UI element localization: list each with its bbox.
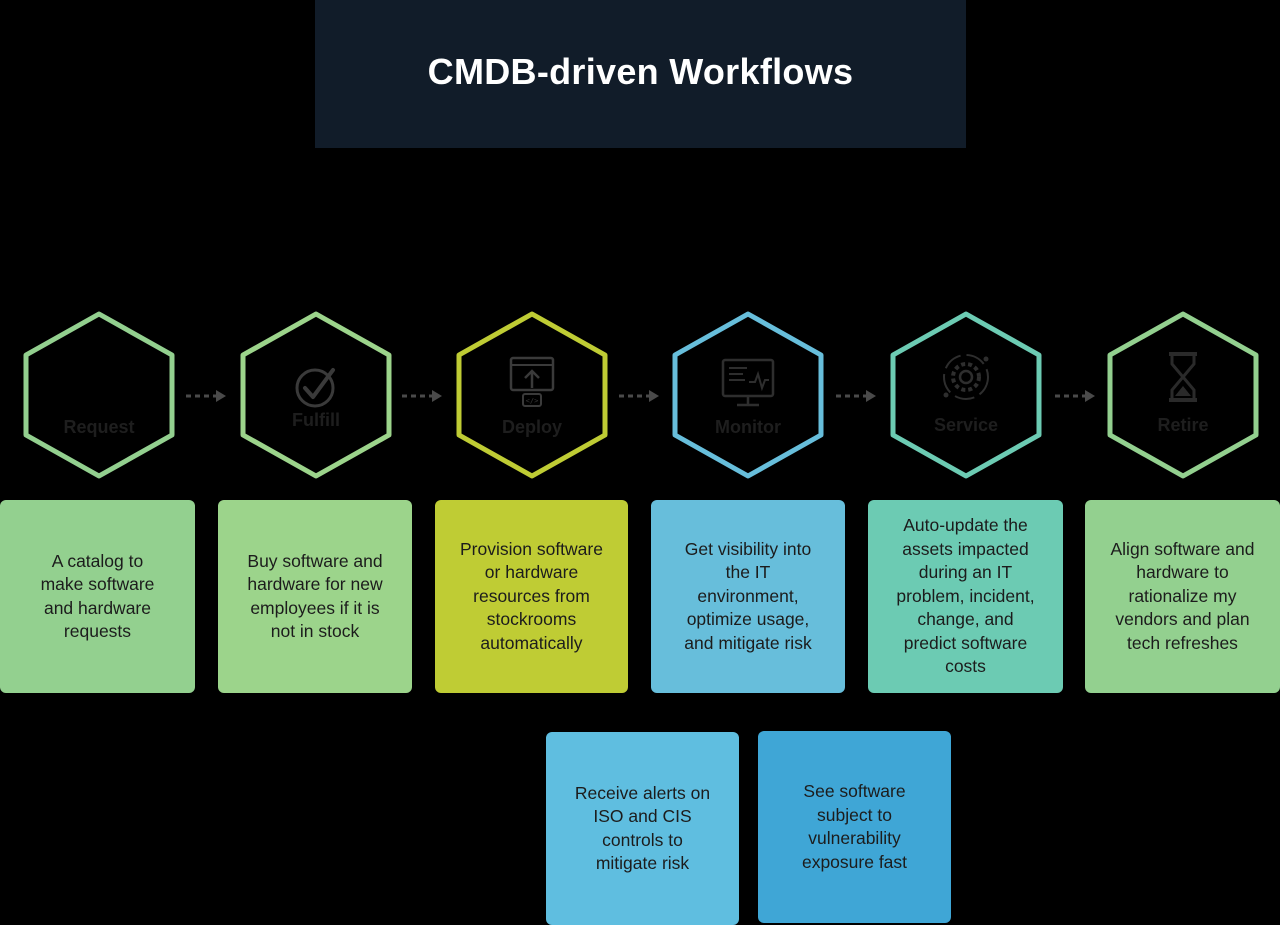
- card-deploy: Provision software or hardware resources…: [435, 500, 628, 693]
- checkmark-circle-icon: [295, 368, 335, 408]
- gear-icon: [943, 354, 989, 400]
- card-text: A catalog to make software and hardware …: [40, 550, 155, 642]
- page-title: CMDB-driven Workflows: [427, 51, 854, 92]
- hexagon-frame: [23, 311, 175, 479]
- card-vulnerability: See software subject to vulnerability ex…: [758, 731, 951, 923]
- stage-deploy: </> Deploy: [455, 310, 609, 480]
- card-text: Align software and hardware to rationali…: [1110, 538, 1255, 653]
- stage-monitor: Monitor: [671, 310, 825, 480]
- card-text: Buy software and hardware for new employ…: [247, 550, 383, 642]
- stage-label-request: Request: [63, 417, 135, 437]
- stage-label-service: Service: [933, 415, 999, 435]
- svg-text:</>: </>: [526, 397, 539, 405]
- card-fulfill: Buy software and hardware for new employ…: [218, 500, 412, 693]
- stage-label-monitor: Monitor: [715, 417, 781, 437]
- hourglass-icon: [1169, 352, 1197, 402]
- arrow-connector: [186, 390, 226, 402]
- stage-label-deploy: Deploy: [501, 417, 562, 437]
- arrow-connector: [619, 390, 659, 402]
- stage-label-fulfill: Fulfill: [292, 410, 340, 430]
- card-monitor: Get visibility into the IT environment, …: [651, 500, 845, 693]
- stage-service: Service: [889, 310, 1043, 480]
- card-service: Auto-update the assets impacted during a…: [868, 500, 1063, 693]
- stage-label-retire: Retire: [1157, 415, 1209, 435]
- card-alerts: Receive alerts on ISO and CIS controls t…: [546, 732, 739, 925]
- hexagon-frame: [890, 311, 1042, 479]
- monitor-icon: [721, 358, 775, 407]
- title-banner: CMDB-driven Workflows: [315, 0, 966, 148]
- stage-request: Request: [22, 310, 176, 480]
- card-request: A catalog to make software and hardware …: [0, 500, 195, 693]
- arrow-connector: [1055, 390, 1095, 402]
- card-retire: Align software and hardware to rationali…: [1085, 500, 1280, 693]
- stage-fulfill: Fulfill: [239, 310, 393, 480]
- stage-retire: Retire: [1106, 310, 1260, 480]
- card-text: Auto-update the assets impacted during a…: [896, 515, 1035, 677]
- card-text: Get visibility into the IT environment, …: [684, 538, 812, 653]
- card-text: Provision software or hardware resources…: [460, 538, 603, 653]
- card-text: See software subject to vulnerability ex…: [801, 781, 908, 872]
- card-text: Receive alerts on ISO and CIS controls t…: [574, 782, 711, 874]
- arrow-connector: [402, 390, 442, 402]
- arrow-connector: [836, 390, 876, 402]
- deploy-upload-icon: </>: [509, 356, 555, 407]
